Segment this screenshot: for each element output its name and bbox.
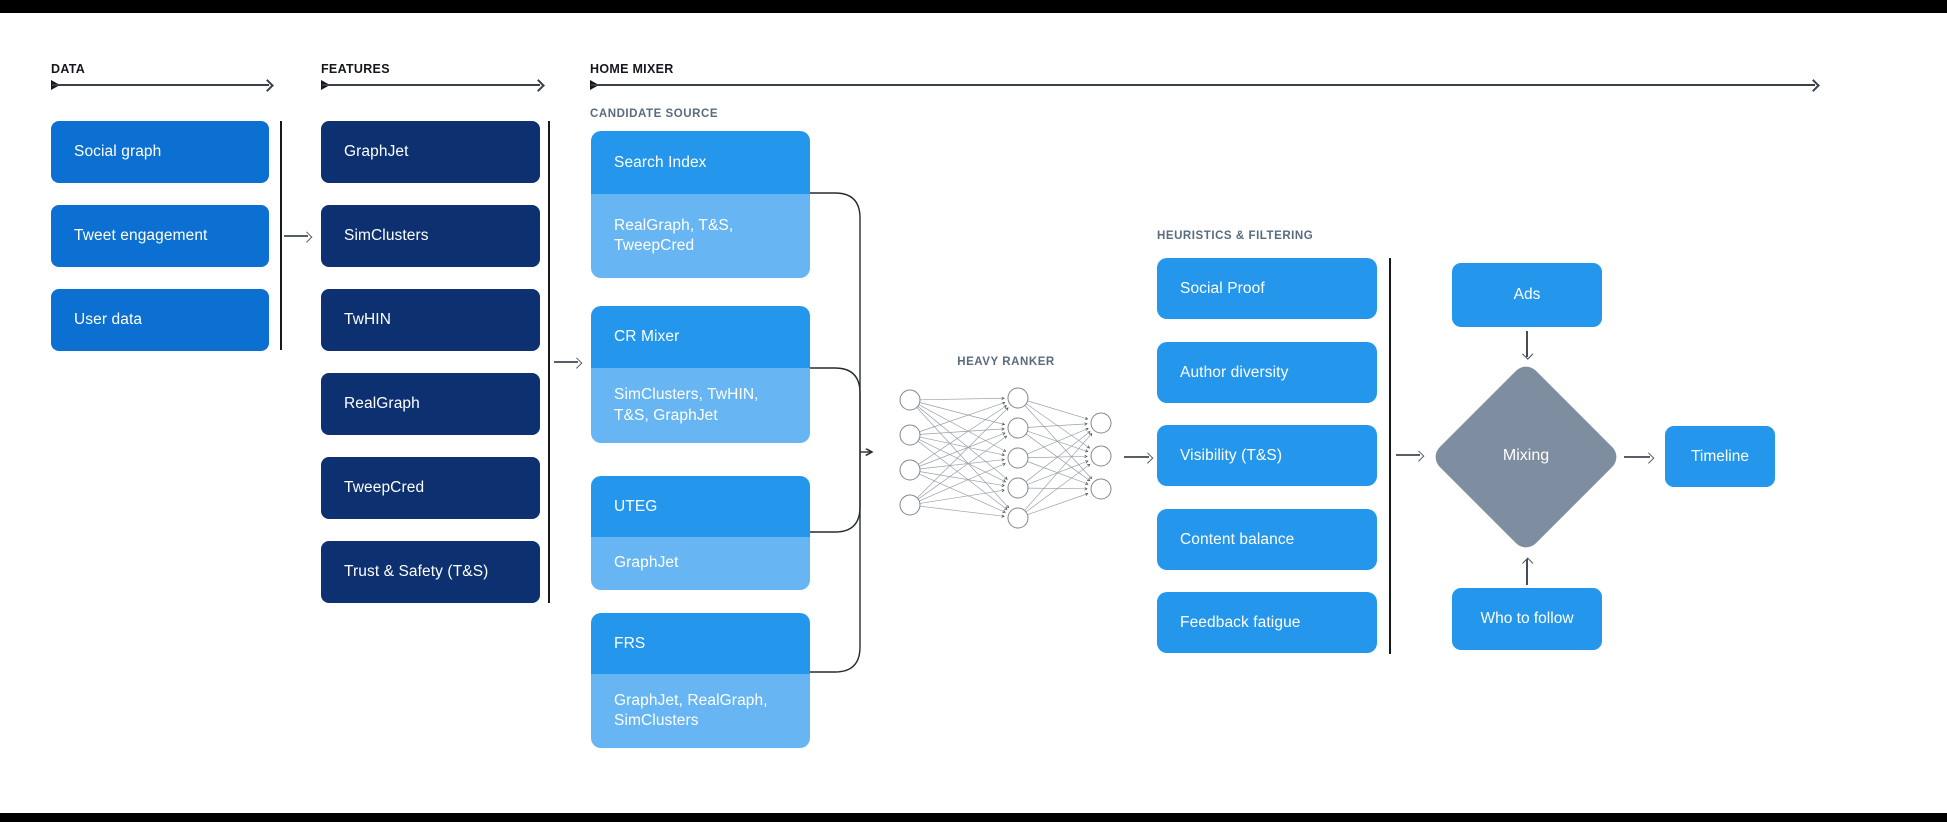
heuristics-to-mixing-arrow <box>1396 449 1424 461</box>
data-box-social-graph: Social graph <box>51 121 269 183</box>
candidate-features-used: SimClusters, TwHIN, T&S, GraphJet <box>591 368 810 443</box>
heavy-ranker-network <box>899 387 1112 529</box>
data-features-divider <box>280 121 282 350</box>
features-axis-arrow <box>321 79 545 92</box>
mixing-to-timeline-arrow <box>1624 451 1654 463</box>
ads-to-mixing-arrow <box>1521 331 1533 359</box>
features-to-homemixer-arrow <box>554 356 582 368</box>
top-letterbox-bar <box>0 0 1947 13</box>
candidate-title: UTEG <box>591 476 810 537</box>
heavy-ranker-label: HEAVY RANKER <box>957 356 1055 368</box>
features-section-title: FEATURES <box>321 62 390 76</box>
feature-box-trust-safety: Trust & Safety (T&S) <box>321 541 540 603</box>
ads-box: Ads <box>1452 263 1602 327</box>
candidate-source-search-index: Search Index RealGraph, T&S, TweepCred <box>591 131 810 278</box>
bottom-letterbox-bar <box>0 813 1947 822</box>
heuristic-box-feedback-fatigue: Feedback fatigue <box>1157 592 1377 653</box>
candidate-title: FRS <box>591 613 810 674</box>
features-homemixer-divider <box>548 121 550 603</box>
candidate-features-used: GraphJet, RealGraph, SimClusters <box>591 674 810 748</box>
data-axis-arrow <box>51 79 274 92</box>
candidate-source-uteg: UTEG GraphJet <box>591 476 810 590</box>
heuristic-box-visibility: Visibility (T&S) <box>1157 425 1377 486</box>
heuristic-box-author-diversity: Author diversity <box>1157 342 1377 403</box>
candidate-features-used: RealGraph, T&S, TweepCred <box>591 194 810 278</box>
data-box-user-data: User data <box>51 289 269 351</box>
candidate-merge-connectors <box>810 192 893 673</box>
heuristics-mixing-divider <box>1389 258 1391 654</box>
heuristic-box-content-balance: Content balance <box>1157 509 1377 570</box>
home-mixer-section-title: HOME MIXER <box>590 62 674 76</box>
candidate-features-used: GraphJet <box>591 537 810 590</box>
data-to-features-arrow <box>284 230 312 242</box>
candidate-source-label: CANDIDATE SOURCE <box>590 108 719 120</box>
feature-box-graphjet: GraphJet <box>321 121 540 183</box>
feature-box-realgraph: RealGraph <box>321 373 540 435</box>
data-box-tweet-engagement: Tweet engagement <box>51 205 269 267</box>
candidate-title: CR Mixer <box>591 306 810 368</box>
ranker-to-heuristics-arrow <box>1124 451 1153 463</box>
candidate-title: Search Index <box>591 131 810 194</box>
candidate-source-cr-mixer: CR Mixer SimClusters, TwHIN, T&S, GraphJ… <box>591 306 810 443</box>
feature-box-twhin: TwHIN <box>321 289 540 351</box>
feature-box-tweepcred: TweepCred <box>321 457 540 519</box>
heuristics-filtering-label: HEURISTICS & FILTERING <box>1157 230 1314 242</box>
who-to-follow-to-mixing-arrow <box>1521 557 1533 585</box>
candidate-source-frs: FRS GraphJet, RealGraph, SimClusters <box>591 613 810 748</box>
mixing-diamond-label: Mixing <box>1502 447 1550 464</box>
data-section-title: DATA <box>51 62 86 76</box>
who-to-follow-box: Who to follow <box>1452 588 1602 650</box>
heuristic-box-social-proof: Social Proof <box>1157 258 1377 319</box>
timeline-box: Timeline <box>1665 426 1775 487</box>
home-mixer-axis-arrow <box>590 79 1820 92</box>
feature-box-simclusters: SimClusters <box>321 205 540 267</box>
